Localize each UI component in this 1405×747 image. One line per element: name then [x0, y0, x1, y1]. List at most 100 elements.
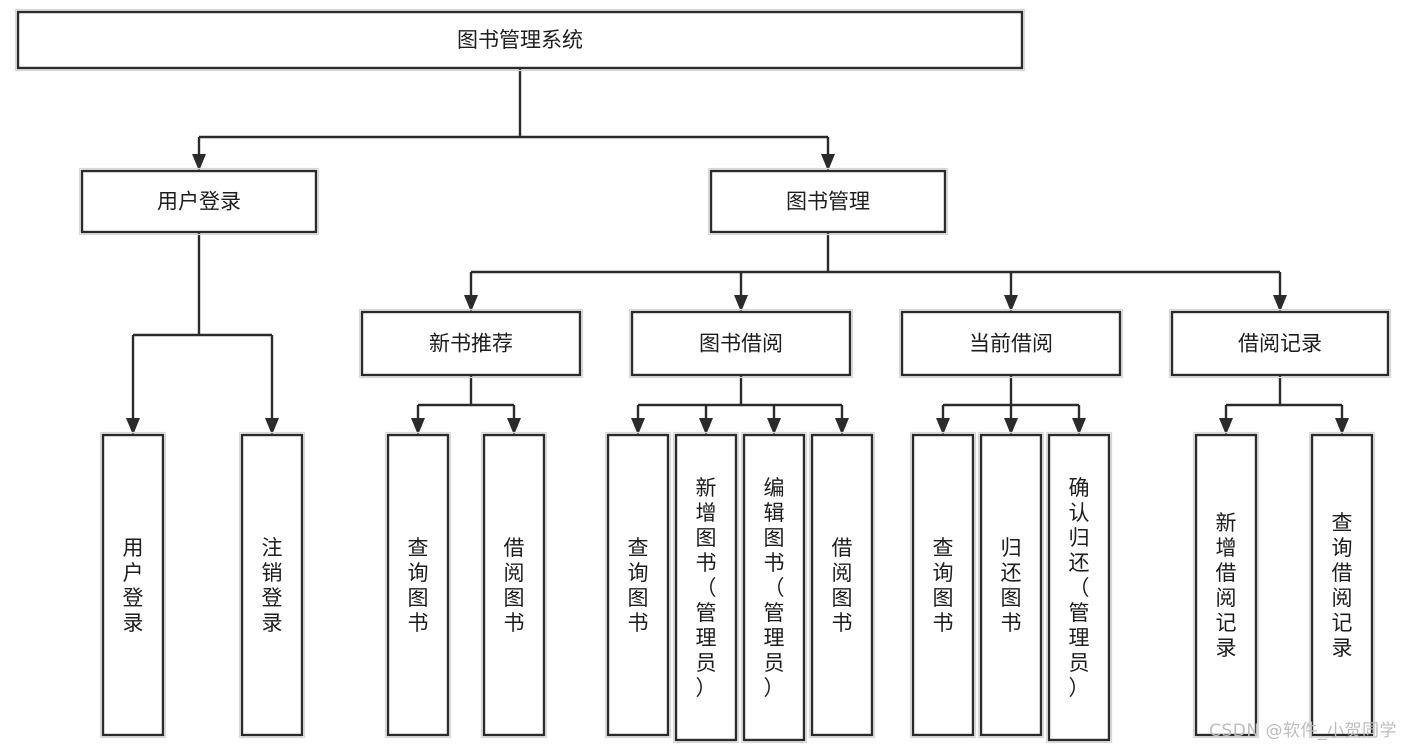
current-borrow-to-leaves-arrow-1	[1004, 418, 1018, 435]
node-label: 图书管理	[786, 190, 870, 214]
node-label: 借阅图书	[832, 536, 853, 635]
nodes-layer: 图书管理系统用户登录图书管理新书推荐图书借阅当前借阅借阅记录用户登录注销登录查询…	[14, 8, 1392, 744]
node-halo	[358, 308, 584, 379]
node-add-borrow-record[interactable]: 新增借阅记录	[1192, 431, 1260, 739]
node-halo	[604, 431, 672, 739]
node-halo	[384, 431, 452, 739]
node-halo	[238, 431, 306, 739]
node-label: 图书借阅	[699, 332, 783, 356]
node-confirm-return-admin[interactable]: 确认归还（管理员）	[1045, 431, 1113, 744]
node-query-borrow-record[interactable]: 查询借阅记录	[1308, 431, 1376, 739]
book-management-to-level3-arrow-1	[734, 295, 748, 312]
node-root[interactable]: 图书管理系统	[14, 8, 1026, 72]
node-label: 查询图书	[408, 536, 429, 635]
node-user-login[interactable]: 用户登录	[78, 167, 320, 236]
node-halo	[480, 431, 548, 739]
node-label: 确认归还（管理员）	[1069, 476, 1090, 700]
node-halo	[628, 308, 854, 379]
node-book-management[interactable]: 图书管理	[707, 167, 949, 236]
root-to-level2-arrow-0	[192, 154, 206, 171]
node-rect	[900, 310, 1122, 377]
node-halo	[898, 308, 1124, 379]
node-return-book[interactable]: 归还图书	[977, 431, 1045, 739]
node-label: 借阅图书	[504, 536, 525, 635]
book-borrow-to-leaves-arrow-1	[699, 418, 713, 435]
node-rect	[360, 310, 582, 377]
node-rect	[630, 310, 852, 377]
node-label: 新书推荐	[429, 332, 513, 356]
node-rect	[80, 169, 318, 234]
borrow-records-to-leaves-arrow-0	[1219, 418, 1233, 435]
borrow-records-to-leaves-arrow-1	[1335, 418, 1349, 435]
node-borrow-book-1[interactable]: 借阅图书	[480, 431, 548, 739]
node-rect	[240, 433, 304, 737]
node-rect	[911, 433, 975, 737]
node-halo	[740, 431, 808, 744]
node-halo	[1168, 308, 1392, 379]
node-halo	[78, 167, 320, 236]
book-borrow-to-leaves-arrow-0	[631, 418, 645, 435]
node-borrow-records[interactable]: 借阅记录	[1168, 308, 1392, 379]
user-login-to-leaves-arrow-0	[126, 418, 140, 435]
node-halo	[909, 431, 977, 739]
node-halo	[1192, 431, 1260, 739]
new-book-recommend-to-leaves-arrow-0	[411, 418, 425, 435]
node-rect	[742, 433, 806, 742]
node-label: 查询图书	[933, 536, 954, 635]
new-book-recommend-to-leaves-arrow-1	[507, 418, 521, 435]
node-label: 查询图书	[628, 536, 649, 635]
node-halo	[14, 8, 1026, 72]
node-halo	[808, 431, 876, 739]
node-halo	[1308, 431, 1376, 739]
csdn-watermark: CSDN @软件_小贺同学	[1209, 721, 1397, 741]
user-login-to-leaves-arrow-1	[265, 418, 279, 435]
book-management-to-level3-arrow-0	[464, 295, 478, 312]
book-borrow-to-leaves-arrow-2	[767, 418, 781, 435]
book-management-to-level3-arrow-3	[1273, 295, 1287, 312]
node-new-book-recommend[interactable]: 新书推荐	[358, 308, 584, 379]
node-rect	[101, 433, 165, 737]
node-query-book-3[interactable]: 查询图书	[909, 431, 977, 739]
node-rect	[1170, 310, 1390, 377]
root-to-level2-arrow-1	[821, 154, 835, 171]
node-rect	[1194, 433, 1258, 737]
node-label: 查询借阅记录	[1332, 511, 1353, 660]
current-borrow-to-leaves-arrow-2	[1072, 418, 1086, 435]
node-rect	[606, 433, 670, 737]
node-halo	[977, 431, 1045, 739]
node-label: 当前借阅	[969, 332, 1053, 356]
connectors-layer	[126, 68, 1349, 435]
node-label: 新增借阅记录	[1216, 511, 1237, 660]
node-book-borrow[interactable]: 图书借阅	[628, 308, 854, 379]
node-query-book-2[interactable]: 查询图书	[604, 431, 672, 739]
current-borrow-to-leaves-arrow-0	[936, 418, 950, 435]
node-label: 借阅记录	[1238, 332, 1322, 356]
node-label: 用户登录	[123, 536, 144, 635]
node-rect	[386, 433, 450, 737]
node-rect	[709, 169, 947, 234]
node-label: 图书管理系统	[457, 28, 583, 52]
node-rect	[16, 10, 1024, 70]
node-rect	[810, 433, 874, 737]
node-rect	[1310, 433, 1374, 737]
node-borrow-book-2[interactable]: 借阅图书	[808, 431, 876, 739]
node-label: 编辑图书（管理员）	[764, 476, 785, 700]
node-halo	[707, 167, 949, 236]
node-add-book-admin[interactable]: 新增图书（管理员）	[672, 431, 740, 744]
node-label: 注销登录	[262, 536, 283, 635]
node-current-borrow[interactable]: 当前借阅	[898, 308, 1124, 379]
node-rect	[674, 433, 738, 742]
node-edit-book-admin[interactable]: 编辑图书（管理员）	[740, 431, 808, 744]
node-halo	[672, 431, 740, 744]
node-user-login-do[interactable]: 用户登录	[99, 431, 167, 739]
node-label: 新增图书（管理员）	[696, 476, 717, 700]
node-user-logout[interactable]: 注销登录	[238, 431, 306, 739]
node-halo	[99, 431, 167, 739]
node-rect	[979, 433, 1043, 737]
node-rect	[482, 433, 546, 737]
node-rect	[1047, 433, 1111, 742]
node-query-book-1[interactable]: 查询图书	[384, 431, 452, 739]
node-halo	[1045, 431, 1113, 744]
